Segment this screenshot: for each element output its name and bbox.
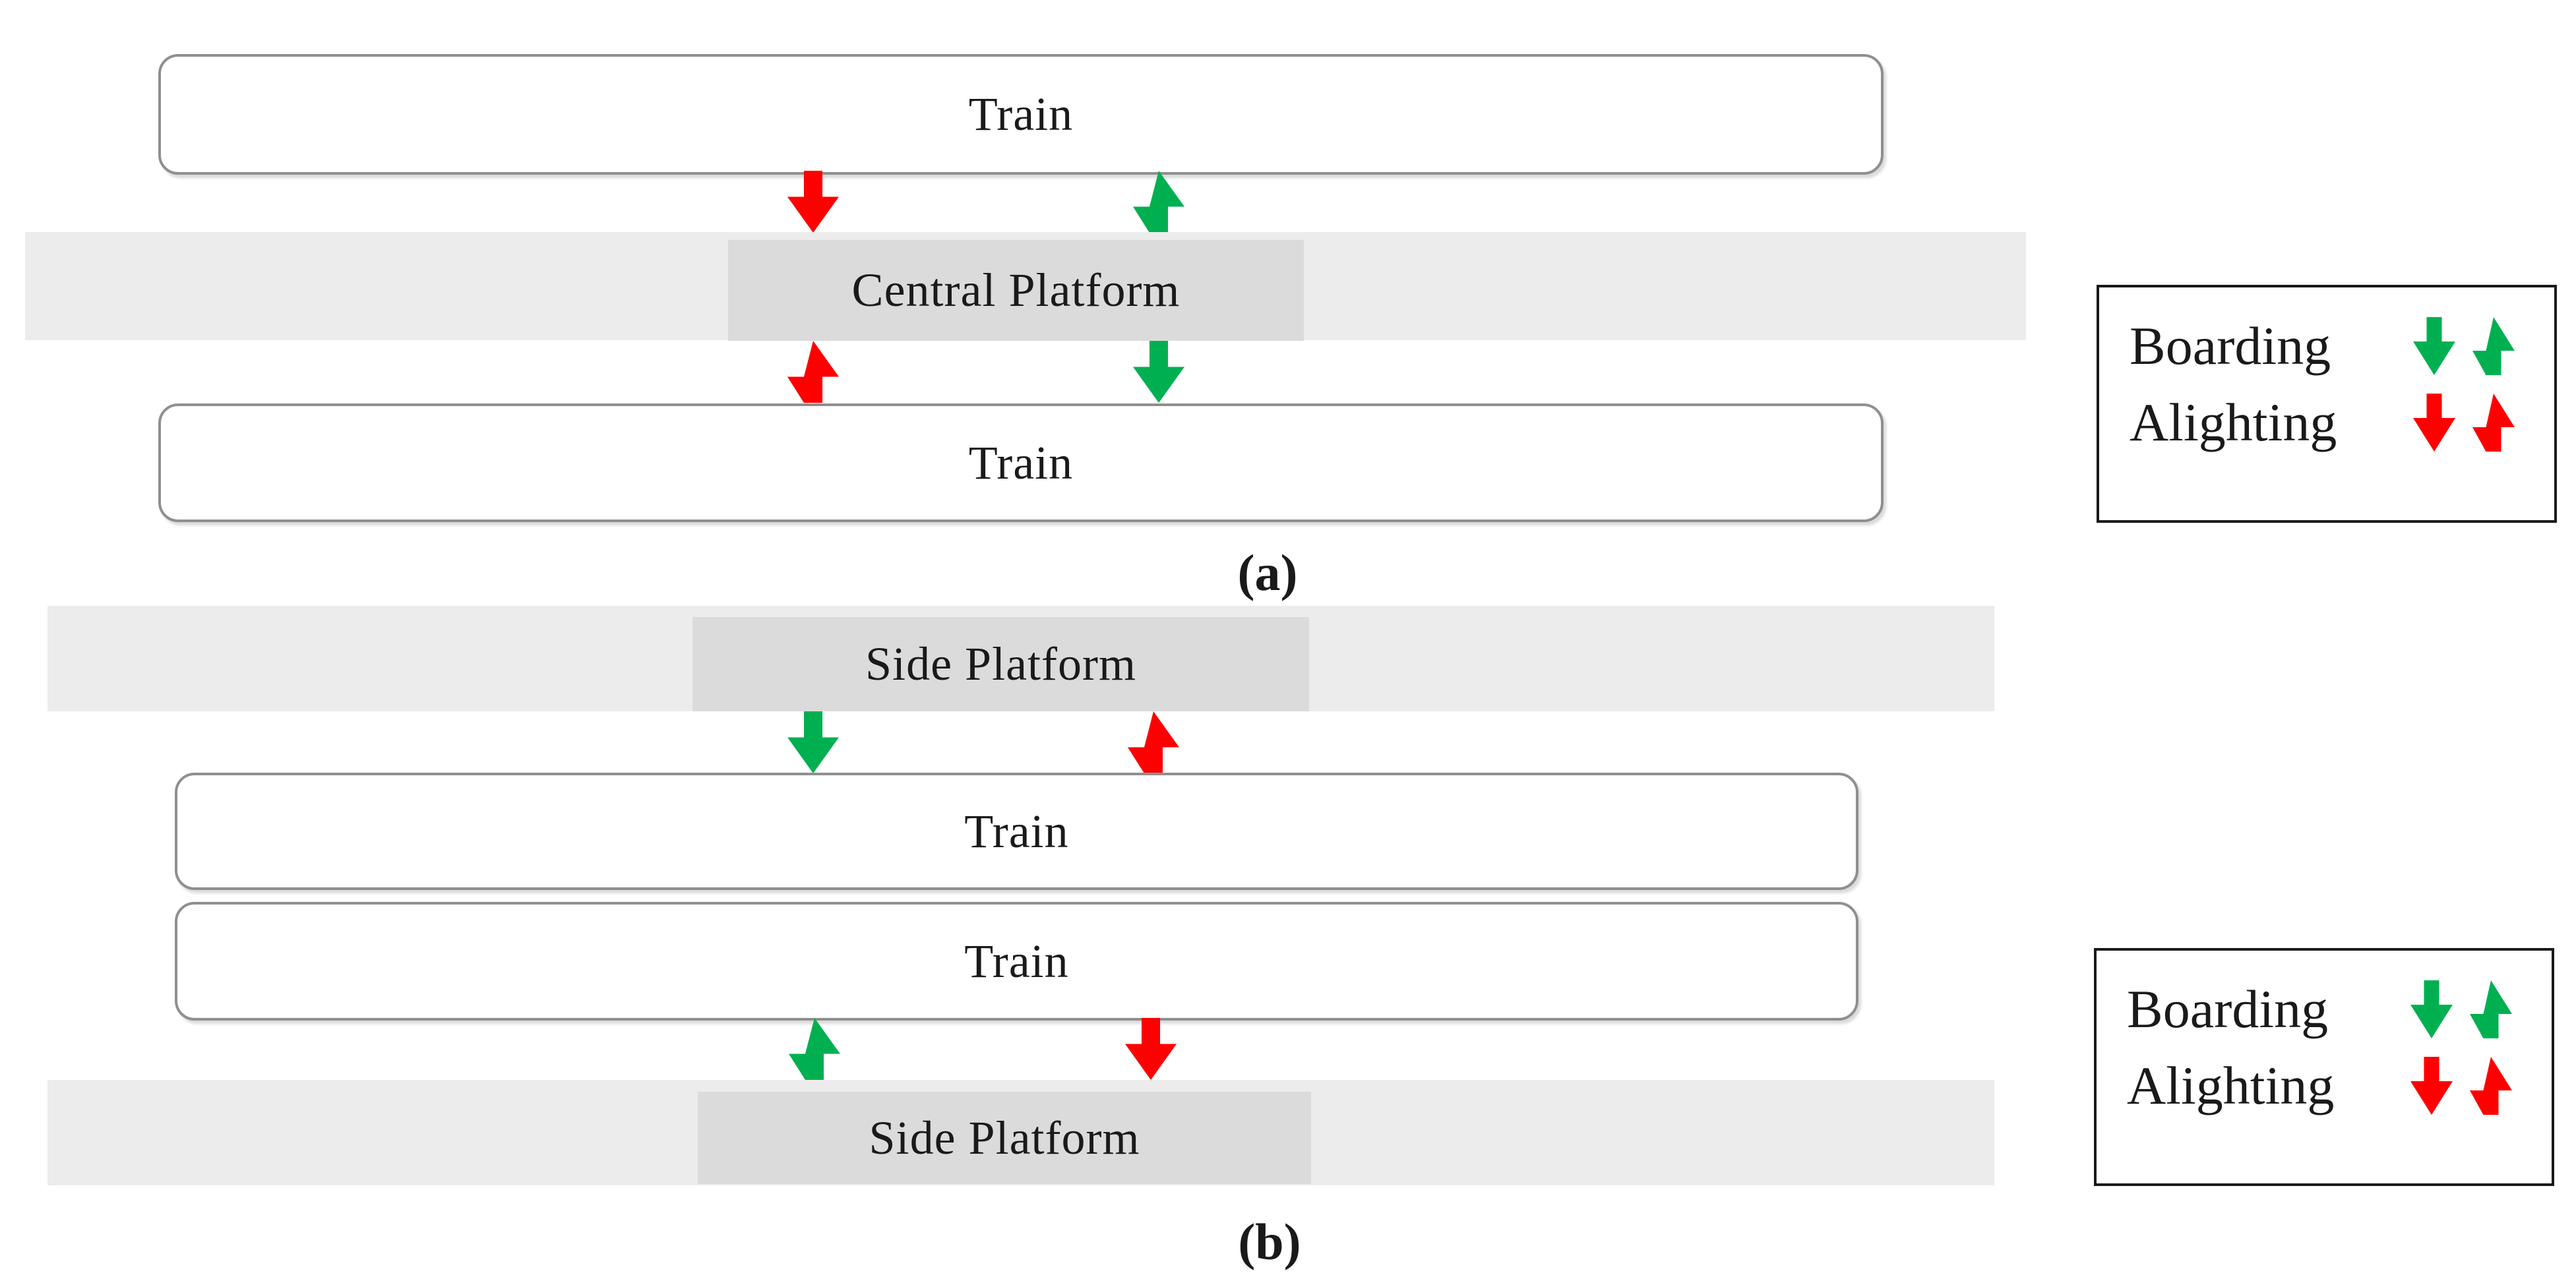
legend-a-boarding-label: Boarding: [2130, 316, 2331, 376]
alighting-up-arrow-icon: [787, 341, 839, 403]
legend-a: Boarding Alighting: [2097, 285, 2557, 523]
legend-b-alighting-label: Alighting: [2127, 1055, 2335, 1115]
boarding-up-arrow-icon: [2470, 980, 2512, 1038]
panel-b-train-top-label: Train: [964, 804, 1069, 858]
panel-b-train-top-box: Train: [175, 773, 1858, 890]
legend-a-boarding-row: Boarding: [2130, 310, 2515, 382]
panel-b-caption: (b): [1238, 1213, 1301, 1270]
alighting-up-arrow-icon: [1128, 711, 1179, 773]
central-platform-label: Central Platform: [851, 264, 1181, 316]
legend-b-alighting-row: Alighting: [2127, 1050, 2512, 1122]
boarding-up-arrow-icon: [2472, 317, 2515, 375]
alighting-down-arrow-icon: [1125, 1018, 1177, 1080]
side-platform-bottom-box: Side Platform: [698, 1092, 1311, 1184]
legend-b-boarding-row: Boarding: [2127, 973, 2512, 1046]
alighting-down-arrow-icon: [787, 171, 839, 233]
alighting-up-arrow-icon: [2472, 394, 2515, 452]
boarding-up-arrow-icon: [1133, 171, 1184, 233]
legend-b-alighting-arrows: [2410, 1057, 2512, 1115]
side-platform-top-box: Side Platform: [692, 617, 1309, 711]
legend-b-boarding-arrows: [2410, 980, 2512, 1038]
legend-a-alighting-label: Alighting: [2130, 392, 2337, 452]
panel-a-train-bottom-label: Train: [968, 436, 1074, 489]
legend-b: Boarding Alighting: [2094, 948, 2554, 1186]
side-platform-top-label: Side Platform: [865, 638, 1136, 690]
central-platform-box: Central Platform: [728, 240, 1304, 341]
legend-a-boarding-arrows: [2413, 317, 2515, 375]
alighting-down-arrow-icon: [2413, 394, 2455, 452]
side-platform-bottom-label: Side Platform: [869, 1111, 1140, 1164]
boarding-down-arrow-icon: [2413, 317, 2455, 375]
panel-a-train-bottom-box: Train: [158, 403, 1884, 522]
alighting-down-arrow-icon: [2410, 1057, 2453, 1115]
boarding-down-arrow-icon: [1133, 341, 1184, 403]
boarding-down-arrow-icon: [787, 711, 839, 773]
panel-b-train-bottom-label: Train: [964, 934, 1069, 988]
panel-b-train-bottom-box: Train: [175, 902, 1858, 1021]
boarding-down-arrow-icon: [2410, 980, 2453, 1038]
panel-a-caption: (a): [1237, 544, 1298, 601]
legend-a-alighting-row: Alighting: [2130, 386, 2515, 459]
panel-a-train-top-box: Train: [158, 54, 1884, 175]
alighting-up-arrow-icon: [2470, 1057, 2512, 1115]
legend-b-boarding-label: Boarding: [2127, 979, 2329, 1039]
legend-a-alighting-arrows: [2413, 394, 2515, 452]
boarding-up-arrow-icon: [789, 1018, 840, 1080]
panel-a-train-top-label: Train: [968, 88, 1074, 140]
